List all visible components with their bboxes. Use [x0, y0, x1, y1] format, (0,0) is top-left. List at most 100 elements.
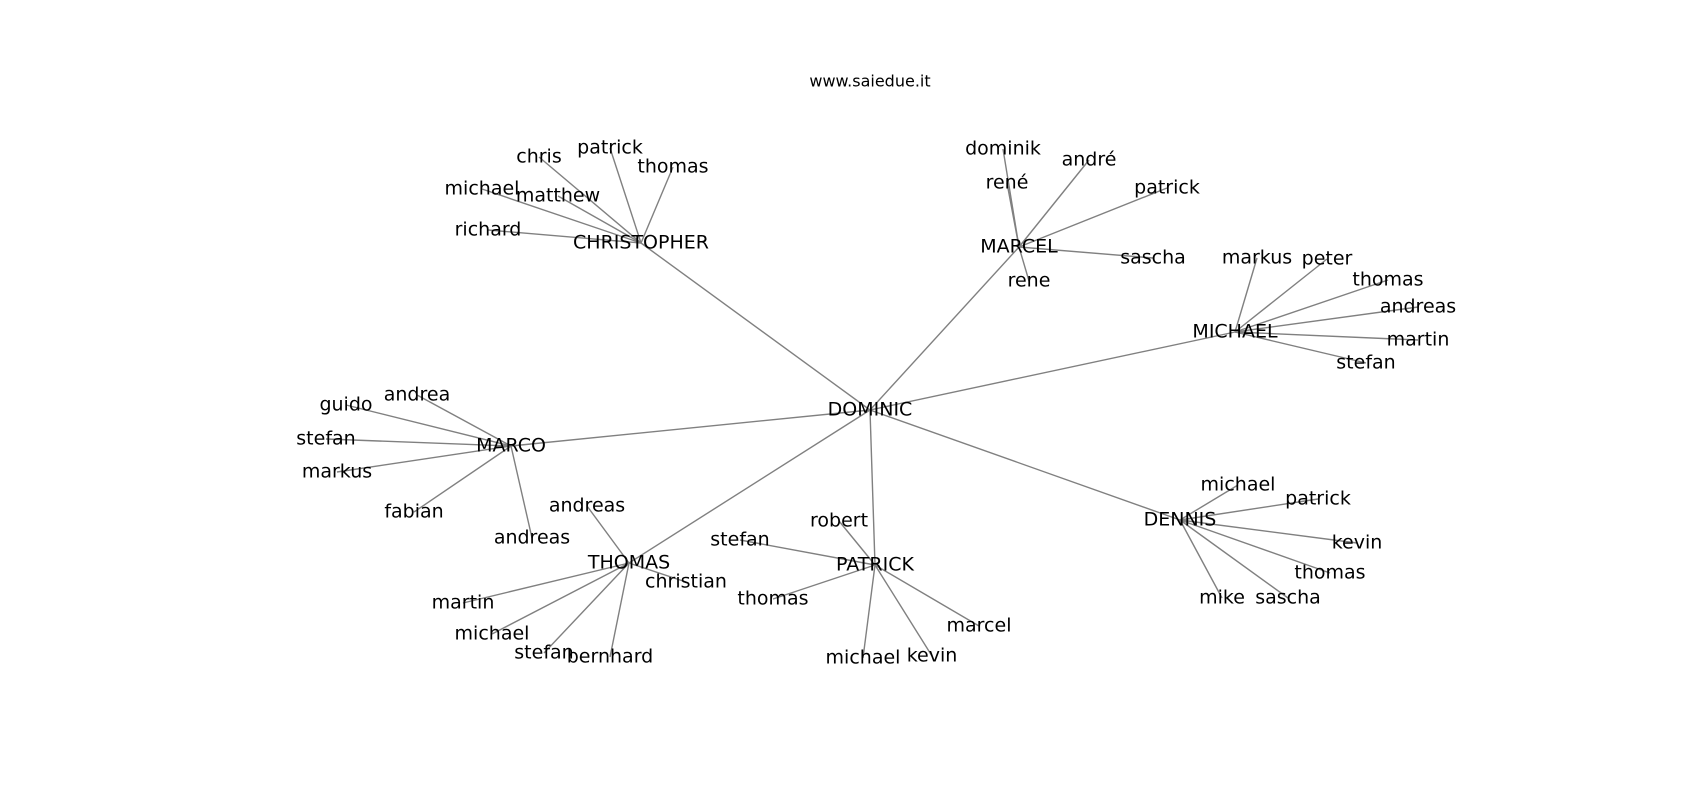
edge-christopher-matthew: [557, 195, 642, 244]
edge-michael-markus: [1234, 257, 1258, 333]
edge-thomas-bernhard: [609, 562, 630, 658]
edge-marcel-andre: [1018, 159, 1090, 248]
node-leaf-marcel-rene: rene: [1008, 270, 1051, 292]
edge-layer: [325, 147, 1419, 659]
edge-michael-thomas: [1234, 279, 1389, 333]
node-leaf-marco-andreas: andreas: [494, 527, 570, 549]
node-leaf-christopher-matthew: matthew: [516, 185, 600, 207]
node-leaf-marcel-patrick: patrick: [1134, 177, 1200, 199]
node-root-dominic: DOMINIC: [828, 399, 913, 421]
node-leaf-christopher-richard: richard: [455, 219, 522, 241]
edge-patrick-kevin: [874, 564, 933, 657]
edge-dennis-sascha: [1179, 519, 1289, 599]
node-leaf-dennis-patrick: patrick: [1285, 488, 1351, 510]
edge-patrick-michael: [862, 564, 876, 659]
edge-dennis-michael: [1179, 484, 1239, 521]
edge-christopher-michael: [481, 188, 642, 244]
node-leaf-michael-peter: peter: [1302, 248, 1353, 270]
node-leaf-dennis-thomas: thomas: [1294, 562, 1365, 584]
node-leaf-dennis-michael: michael: [1201, 474, 1276, 496]
edge-michael-peter: [1234, 258, 1328, 333]
node-hub-thomas: THOMAS: [587, 552, 670, 574]
node-leaf-marco-stefan: stefan: [296, 428, 355, 450]
edge-michael-stefan: [1234, 331, 1367, 364]
edge-christopher-thomas: [640, 166, 674, 244]
edge-root-thomas: [628, 409, 871, 564]
node-hub-patrick: PATRICK: [836, 554, 914, 576]
node-leaf-marco-markus: markus: [302, 461, 372, 483]
node-leaf-thomas-martin: martin: [432, 592, 495, 614]
node-leaf-thomas-christian: christian: [645, 571, 727, 593]
edge-michael-martin: [1234, 331, 1419, 341]
edge-marco-fabian: [413, 445, 512, 513]
node-leaf-marcel-sascha: sascha: [1120, 247, 1186, 269]
edge-thomas-christian: [628, 562, 687, 583]
node-leaf-marco-guido: guido: [319, 394, 372, 416]
edge-christopher-chris: [538, 156, 642, 244]
node-leaf-dennis-mike: mike: [1199, 587, 1245, 609]
edge-marco-markus: [336, 445, 512, 473]
edge-patrick-thomas: [772, 564, 876, 600]
node-leaf-christopher-chris: chris: [516, 146, 561, 168]
edge-root-marco: [510, 409, 871, 447]
node-leaf-thomas-andreas: andreas: [549, 495, 625, 517]
node-leaf-michael-andreas: andreas: [1380, 296, 1456, 318]
edge-christopher-patrick: [609, 147, 642, 244]
node-leaf-christopher-patrick: patrick: [577, 137, 643, 159]
node-leaf-michael-stefan: stefan: [1336, 352, 1395, 374]
edge-marco-stefan: [325, 438, 512, 447]
node-leaf-marcel-andre: andré: [1062, 149, 1117, 171]
edge-marcel-rene-accent: [1006, 182, 1020, 248]
node-leaf-marco-andrea: andrea: [384, 384, 450, 406]
node-leaf-patrick-marcel: marcel: [947, 615, 1012, 637]
edge-root-christopher: [640, 242, 871, 411]
edge-dennis-mike: [1179, 519, 1223, 599]
node-leaf-christopher-thomas: thomas: [637, 156, 708, 178]
edge-thomas-stefan: [543, 562, 630, 654]
node-leaf-patrick-michael: michael: [826, 647, 901, 669]
edge-christopher-richard: [487, 229, 642, 244]
node-leaf-marcel-rene-accent: rené: [986, 172, 1029, 194]
page-title: www.saiedue.it: [809, 72, 930, 91]
node-leaf-michael-markus: markus: [1222, 247, 1292, 269]
edge-thomas-michael: [491, 562, 630, 635]
node-leaf-christopher-michael: michael: [445, 178, 520, 200]
edge-patrick-robert: [838, 520, 876, 566]
node-leaf-patrick-kevin: kevin: [907, 645, 958, 667]
node-leaf-patrick-stefan: stefan: [710, 529, 769, 551]
edge-marco-andrea: [416, 394, 512, 447]
edge-marcel-rene: [1018, 246, 1030, 282]
edge-marcel-sascha: [1018, 246, 1154, 259]
node-hub-michael: MICHAEL: [1192, 321, 1278, 343]
edge-patrick-marcel: [874, 564, 980, 627]
node-hub-christopher: CHRISTOPHER: [573, 232, 709, 254]
edge-dennis-thomas: [1179, 519, 1331, 574]
node-hub-marcel: MARCEL: [980, 236, 1058, 258]
edge-thomas-andreas: [586, 505, 630, 564]
node-leaf-marcel-dominik: dominik: [965, 138, 1041, 160]
edge-michael-andreas: [1234, 306, 1419, 333]
node-leaf-marco-fabian: fabian: [384, 501, 443, 523]
node-hub-dennis: DENNIS: [1144, 509, 1217, 531]
node-leaf-dennis-sascha: sascha: [1255, 587, 1321, 609]
edge-root-marcel: [869, 246, 1020, 411]
node-leaf-dennis-kevin: kevin: [1332, 532, 1383, 554]
edge-marco-andreas: [510, 445, 533, 539]
edge-dennis-patrick: [1179, 498, 1319, 521]
edge-marcel-patrick: [1018, 187, 1168, 248]
edge-root-michael: [869, 331, 1236, 411]
node-leaf-patrick-robert: robert: [810, 510, 868, 532]
edge-marco-guido: [345, 404, 512, 447]
edge-thomas-martin: [462, 562, 630, 604]
node-leaf-patrick-thomas: thomas: [737, 588, 808, 610]
edge-patrick-stefan: [739, 539, 876, 566]
node-hub-marco: MARCO: [476, 435, 546, 457]
node-leaf-michael-martin: martin: [1387, 329, 1450, 351]
node-leaf-thomas-stefan: stefan: [514, 642, 573, 664]
edge-root-dennis: [869, 409, 1181, 521]
edge-root-patrick: [869, 409, 876, 566]
edge-dennis-kevin: [1179, 519, 1358, 544]
node-leaf-thomas-michael: michael: [455, 623, 530, 645]
